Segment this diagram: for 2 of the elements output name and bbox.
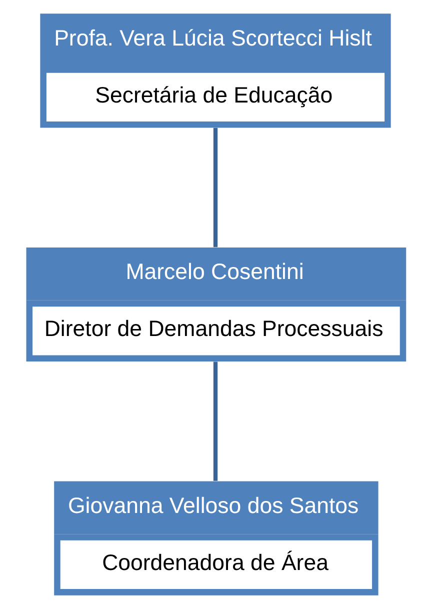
connector bbox=[212, 128, 218, 248]
connector bbox=[212, 362, 218, 481]
